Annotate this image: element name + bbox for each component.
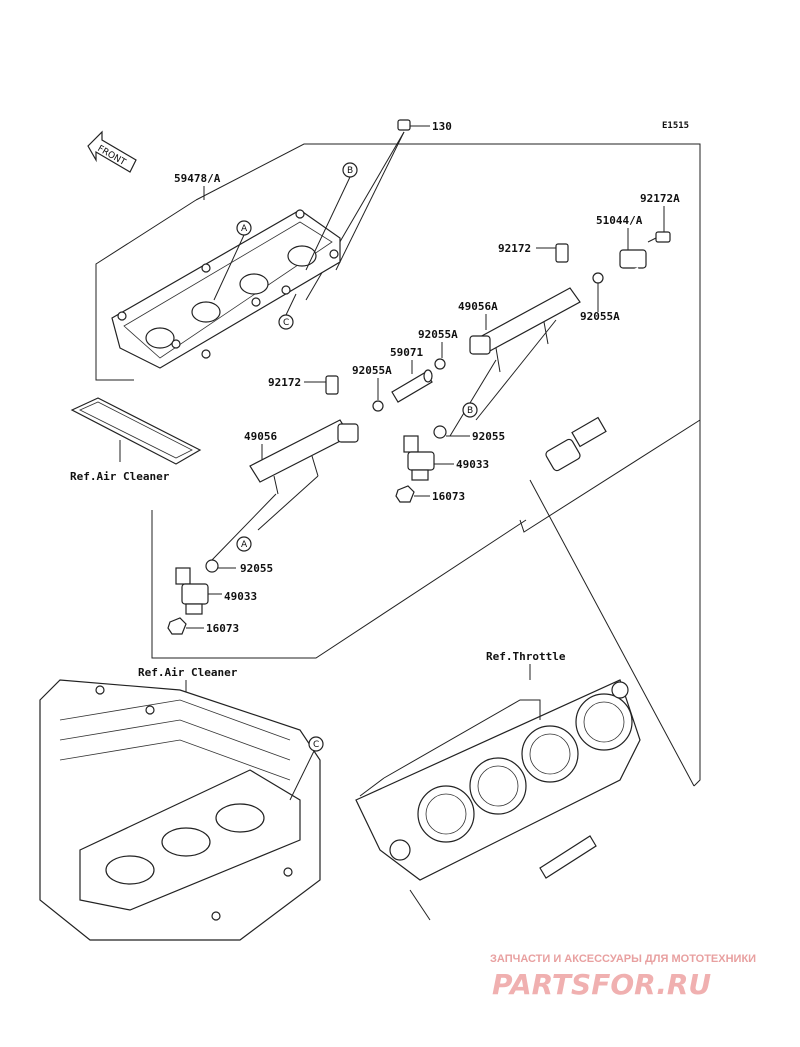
label-130: 130 [432,120,452,133]
label-16073-left: 16073 [206,622,239,635]
svg-text:A: A [241,540,248,550]
callout-b-pipe: B [462,402,478,418]
fuel-pipe-49056 [211,419,359,561]
bolt-16073-right [395,485,415,503]
label-92055A-upper: 92055A [418,328,458,341]
callout-a-top: A [213,220,252,301]
label-92055A-lower: 92055A [352,364,392,377]
oring-92055A-upper [434,358,446,370]
diagram-code: E1515 [662,121,689,131]
label-49033-right: 49033 [456,458,489,471]
svg-text:B: B [347,166,353,176]
callout-a-pipe: A [236,536,252,552]
label-16073-right: 16073 [432,490,465,503]
joint-59071 [391,369,433,403]
svg-text:B: B [467,406,473,416]
label-59478A: 59478/A [174,172,221,185]
oring-92055A-right [592,272,604,284]
watermark-brand: PARTSFOR.RU [492,968,711,1001]
label-49056A: 49056A [458,300,498,313]
callout-c-top: C [278,293,297,330]
cover-outline [195,143,701,533]
plug-92172-left [325,375,339,395]
throttle-body-assembly [355,679,641,921]
injector-outline [151,510,527,659]
bolt-130: 130 [305,119,452,301]
ref-air-cleaner-bottom: Ref.Air Cleaner [138,666,238,679]
plug-92172-mid [555,243,569,263]
fuel-hose-51044A [545,249,648,472]
label-92172A: 92172A [640,192,680,205]
label-49033-left: 49033 [224,590,257,603]
ref-air-cleaner-top: Ref.Air Cleaner [70,470,170,483]
svg-text:C: C [313,740,319,750]
front-arrow-icon: FRONT [87,130,137,173]
callout-b-top: B [305,162,358,271]
oring-92055-right [433,425,447,439]
callout-c-bottom: C [289,736,324,801]
label-59071: 59071 [390,346,423,359]
svg-text:A: A [241,224,248,234]
label-92055-left: 92055 [240,562,273,575]
injector-49033-right [403,435,435,481]
label-92055A-right: 92055A [580,310,620,323]
oring-92055A-lower [372,400,384,412]
bolt-16073-left [167,617,187,635]
svg-text:C: C [283,318,289,328]
label-92172-mid: 92172 [498,242,531,255]
watermark-subtitle: ЗАПЧАСТИ И АКСЕССУАРЫ ДЛЯ МОТОТЕХНИКИ [490,953,756,965]
cylinder-head-cover [111,209,341,369]
label-92055-right: 92055 [472,430,505,443]
oring-92055-left [205,559,219,573]
ref-throttle: Ref.Throttle [486,650,566,663]
watermark: ЗАПЧАСТИ И АКСЕССУАРЫ ДЛЯ МОТОТЕХНИКИ PA… [490,953,756,1001]
air-cleaner-gasket [70,397,202,465]
label-49056: 49056 [244,430,277,443]
injector-49033-left [175,567,209,615]
label-92172-left: 92172 [268,376,301,389]
fuel-pipe-49056A [449,287,581,437]
air-cleaner-housing [39,679,321,941]
label-51044A: 51044/A [596,214,643,227]
plug-92172A [647,231,671,243]
